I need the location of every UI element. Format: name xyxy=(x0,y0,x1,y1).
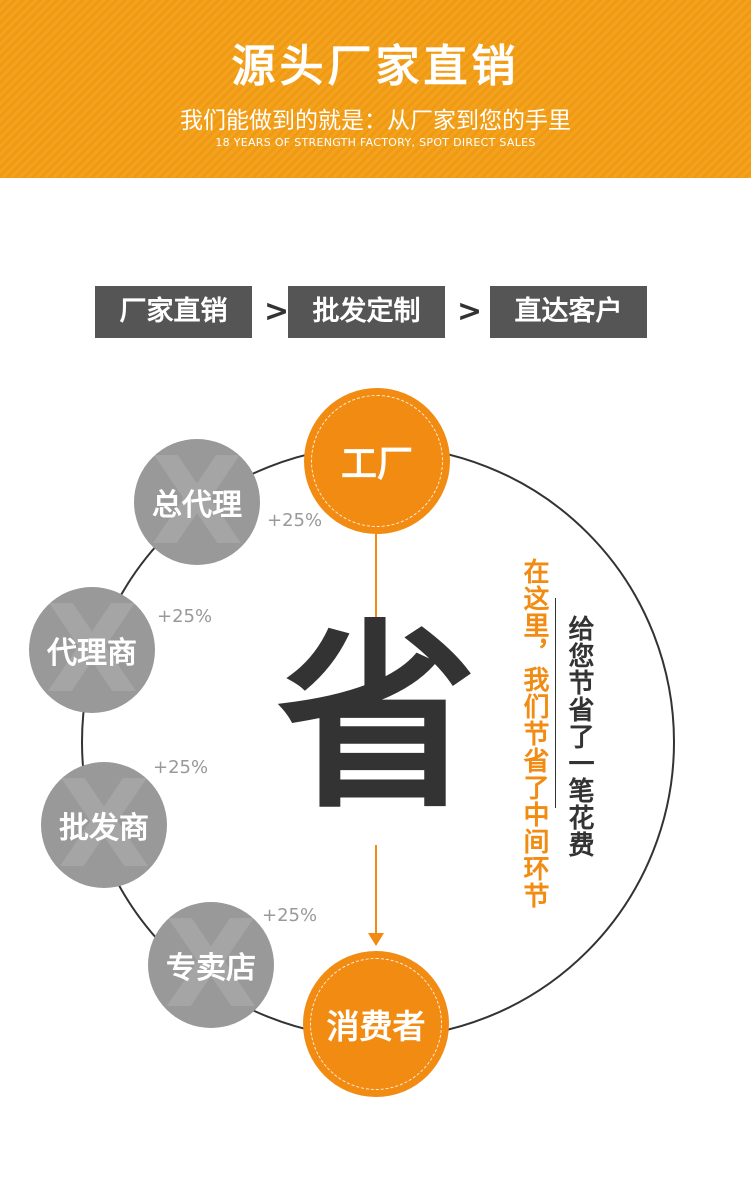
slogan-dark: 给您节省了一笔花费 xyxy=(564,615,594,858)
banner-english-tagline: 18 YEARS OF STRENGTH FACTORY, SPOT DIREC… xyxy=(215,136,536,149)
middleman-wholesaler: X 批发商 xyxy=(41,755,167,895)
slogan-divider xyxy=(555,598,556,808)
x-mark-icon: X xyxy=(164,895,258,1035)
markup-label: +25% xyxy=(267,510,323,531)
factory-node: 工厂 xyxy=(304,388,450,534)
step-arrow-1: > xyxy=(264,294,290,329)
step-direct-to-customer: 直达客户 xyxy=(490,286,647,338)
consumer-node: 消费者 xyxy=(303,951,449,1097)
middleman-agent: X 代理商 xyxy=(29,580,155,720)
factory-label: 工厂 xyxy=(340,444,413,485)
markup-label: +25% xyxy=(157,606,213,627)
step-factory-direct: 厂家直销 xyxy=(95,286,252,338)
slogan-orange: 在这里，我们节省了中间环节 xyxy=(519,558,549,909)
middleman-label: 代理商 xyxy=(47,636,137,671)
middleman-retail-store: X 专卖店 xyxy=(148,895,274,1035)
markup-label: +25% xyxy=(153,757,209,778)
middleman-label: 总代理 xyxy=(152,488,242,523)
middleman-general-agent: X 总代理 xyxy=(134,432,260,572)
save-character: 省 xyxy=(276,603,477,836)
markup-label: +25% xyxy=(262,905,318,926)
middleman-label: 批发商 xyxy=(59,811,149,846)
flow-arrowhead xyxy=(368,933,384,946)
x-mark-icon: X xyxy=(57,755,151,895)
step-wholesale-custom: 批发定制 xyxy=(288,286,445,338)
step-arrow-2: > xyxy=(457,294,483,329)
consumer-label: 消费者 xyxy=(326,1007,426,1046)
x-mark-icon: X xyxy=(45,580,139,720)
header-banner: 源头厂家直销 我们能做到的就是：从厂家到您的手里 18 YEARS OF STR… xyxy=(0,0,751,178)
middleman-label: 专卖店 xyxy=(166,951,256,986)
banner-subtitle: 我们能做到的就是：从厂家到您的手里 xyxy=(180,108,571,134)
x-mark-icon: X xyxy=(150,432,244,572)
banner-title: 源头厂家直销 xyxy=(231,41,520,92)
